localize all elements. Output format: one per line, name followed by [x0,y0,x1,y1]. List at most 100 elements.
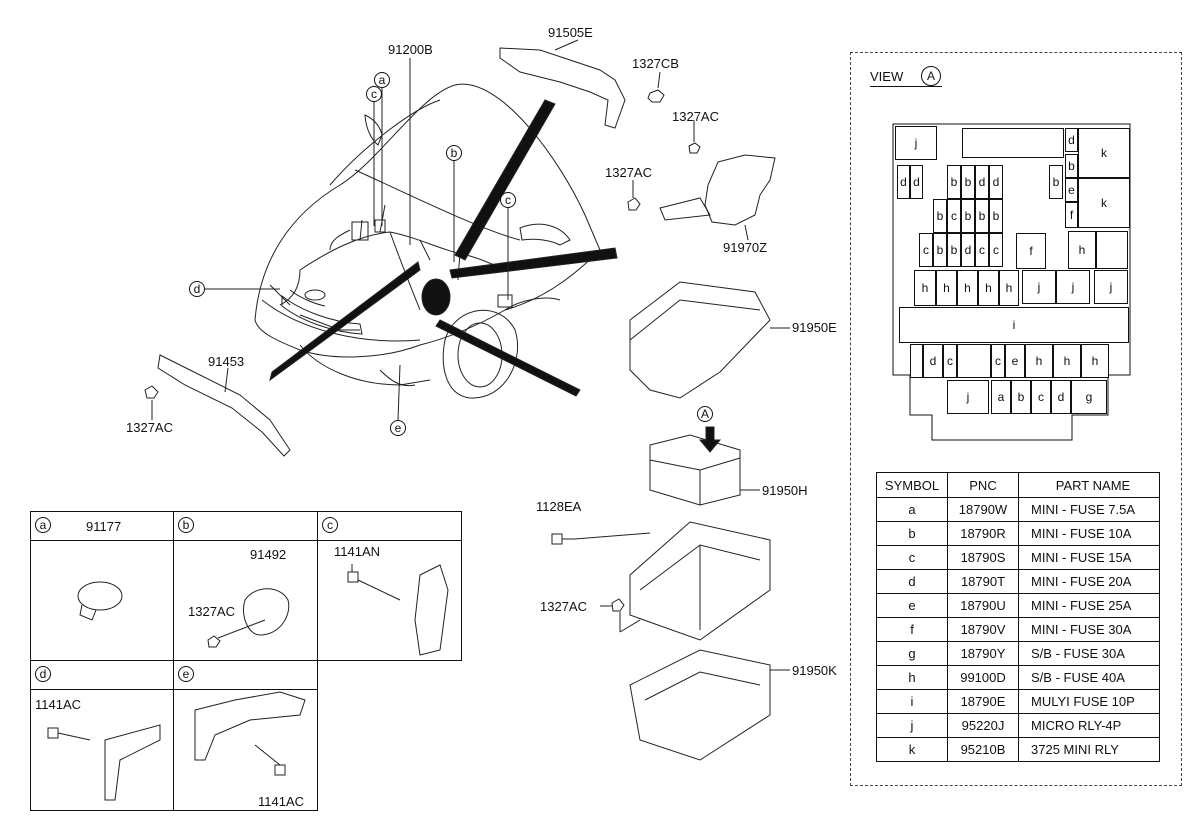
fuse-i: i [899,307,1129,343]
callout-d: d [189,281,205,297]
label-1327ac-mid: 1327AC [605,165,652,180]
car-wheel [442,309,519,399]
callout-c-left: c [366,86,382,102]
fuse-l-e: e [1005,344,1025,378]
fuse-k-mid: k [1078,178,1130,228]
fuse-l-h3: h [1081,344,1109,378]
fuse-r2-b1: b [933,199,947,233]
callout-e: e [390,420,406,436]
cell-symbol: k [876,737,948,762]
fuse-r3-c3: c [989,233,1003,267]
cell-part-name: MINI - FUSE 7.5A [1018,497,1160,522]
cell-pnc: 18790E [947,689,1019,714]
fuse-b-d: d [1051,380,1071,414]
cell-part-name: S/B - FUSE 30A [1018,641,1160,666]
car-grille [281,294,363,335]
label-1327cb: 1327CB [632,56,679,71]
detail-a-part: 91177 [86,519,122,534]
fuse-l-blank [910,344,923,378]
cell-pnc: 18790V [947,617,1019,642]
detail-d-part: 1141AC [35,697,82,712]
label-1327ac-left: 1327AC [126,420,173,435]
label-91970z: 91970Z [723,240,768,255]
cell-part-name: MINI - FUSE 10A [1018,521,1160,546]
cell-symbol: g [876,641,948,666]
fuse-r3-c1: c [919,233,933,267]
cell-part-name: MINI - FUSE 15A [1018,545,1160,570]
detail-c: c [317,511,462,661]
fuse-d-b: d [910,165,923,199]
fuse-r3-b2: b [947,233,961,267]
callout-c-right: c [500,192,516,208]
fuse-f-mid: f [1016,233,1046,269]
sweep-4 [435,319,581,397]
cell-pnc: 95210B [947,737,1019,762]
cell-symbol: j [876,713,948,738]
fuse-h3: h [957,270,978,306]
detail-c-tag: c [322,517,338,533]
fuse-b-a: a [991,380,1011,414]
fuse-h4: h [978,270,999,306]
cell-symbol: b [876,521,948,546]
fuse-l-c2: c [991,344,1005,378]
cell-symbol: i [876,689,948,714]
detail-e-part: 1141AC [258,794,305,809]
detail-b-part1: 91492 [250,547,287,562]
fuse-d-a: d [897,165,910,199]
label-91453: 91453 [208,354,245,369]
fuse-l-h2: h [1053,344,1081,378]
cell-part-name: MICRO RLY-4P [1018,713,1160,738]
label-91950k: 91950K [792,663,837,678]
view-title: VIEW [870,69,904,84]
fuse-l-c: c [943,344,957,378]
label-1128ea: 1128EA [536,499,582,514]
cell-pnc: 18790S [947,545,1019,570]
detail-c-part: 1141AN [334,544,381,559]
fuse-k-top: k [1078,128,1130,178]
lower-case-91950k [629,649,771,761]
fuse-r1-d2: d [989,165,1003,199]
fuse-r2-b3: b [975,199,989,233]
cell-pnc: 18790Y [947,641,1019,666]
fusebox-91950h [649,434,741,506]
cell-part-name: 3725 MINI RLY [1018,737,1160,762]
cell-symbol: a [876,497,948,522]
fuse-j3: j [1056,270,1090,304]
fuse-h1: h [914,270,936,306]
cell-part-name: MINI - FUSE 30A [1018,617,1160,642]
cell-pnc: 18790T [947,569,1019,594]
bracket-91970z [704,154,776,226]
fuse-h5: h [999,270,1019,306]
detail-e-tag: e [178,666,194,682]
fuse-r3-c2: c [975,233,989,267]
cell-symbol: e [876,593,948,618]
detail-a-tag: a [35,517,51,533]
cell-part-name: MULYI FUSE 10P [1018,689,1160,714]
sweep-3 [269,261,421,382]
detail-d-tag: d [35,666,51,682]
fuse-r1-d1: d [975,165,989,199]
fuse-b-right: b [1049,165,1063,199]
fuse-b-r1: b [1065,154,1078,178]
view-arrow-marker: A [697,406,713,422]
view-title-marker: A [921,66,941,86]
cell-symbol: c [876,545,948,570]
detail-b-tag: b [178,517,194,533]
fuse-r1-b1: b [947,165,961,199]
tray-91950x [629,521,771,641]
label-1327ac-box: 1327AC [540,599,587,614]
label-91950h: 91950H [762,483,808,498]
fuse-l-h1: h [1025,344,1053,378]
fuse-h2: h [936,270,957,306]
fuse-b-j: j [947,380,989,414]
fuse-h-mid: h [1068,231,1096,269]
cell-part-name: S/B - FUSE 40A [1018,665,1160,690]
header-pnc: PNC [947,472,1019,498]
cell-part-name: MINI - FUSE 20A [1018,569,1160,594]
